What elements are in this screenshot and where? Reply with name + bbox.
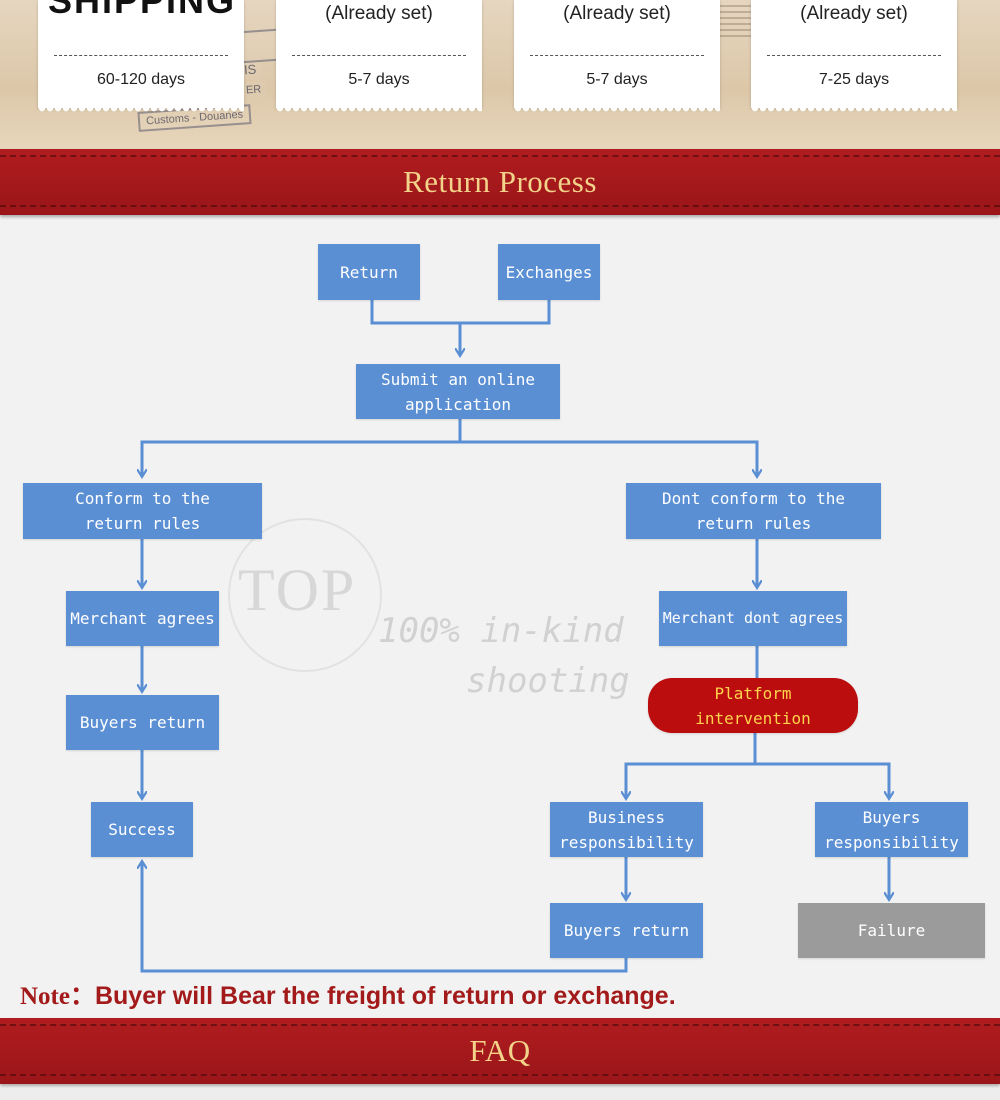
- page-bottom: [0, 1088, 1000, 1100]
- flow-node-platform-intervention: Platform intervention: [648, 678, 858, 733]
- shipping-days: 7-25 days: [818, 71, 890, 88]
- flow-node-failure: Failure: [798, 903, 985, 958]
- shipping-status: (Already set): [563, 3, 671, 24]
- flow-node-buyers-responsibility: Buyers responsibility: [815, 802, 968, 857]
- connector: [370, 300, 551, 325]
- flow-node-return: Return: [318, 244, 420, 300]
- note-label: Note：: [20, 983, 95, 1010]
- connector: [624, 762, 889, 798]
- flow-node-submit-application: Submit an online application: [356, 364, 560, 419]
- dashed-divider: [767, 55, 941, 56]
- return-flowchart: TOP 100% in-kind shooting: [0, 216, 1000, 1016]
- dashed-divider: [54, 55, 228, 56]
- shipping-days: 5-7 days: [348, 71, 410, 88]
- shipping-card: (Already set) 7-25 days: [751, 0, 957, 114]
- shipping-days: 5-7 days: [586, 71, 648, 88]
- watermark-text: 100% in-kind: [378, 611, 624, 651]
- flow-node-merchant-agrees: Merchant agrees: [66, 591, 219, 646]
- banner-stitch: [0, 1074, 1000, 1076]
- flow-node-dont-conform-rules: Dont conform to the return rules: [626, 483, 881, 539]
- freight-note: Note：Buyer will Bear the freight of retu…: [20, 976, 676, 1012]
- watermark-text: shooting: [466, 661, 630, 701]
- flow-node-merchant-dont-agrees: Merchant dont agrees: [659, 591, 847, 646]
- flow-connectors: [0, 300, 1000, 973]
- shipping-card: SHIPPING 60-120 days: [38, 0, 244, 114]
- watermark-logo: TOP: [238, 557, 357, 623]
- shipping-days: 60-120 days: [96, 71, 186, 88]
- shipping-card: (Already set) 5-7 days: [276, 0, 482, 114]
- connector: [142, 862, 628, 973]
- flow-node-business-responsibility: Business responsibility: [550, 802, 703, 857]
- shipping-heading: SHIPPING: [48, 0, 234, 21]
- faq-banner: FAQ: [0, 1018, 1000, 1084]
- connector: [140, 440, 757, 476]
- flow-node-buyers-return-left: Buyers return: [66, 695, 219, 750]
- banner-stitch: [0, 205, 1000, 207]
- shipping-strip: IS ER Customs - Douanes SHIPPING 60-120 …: [0, 0, 1000, 150]
- flow-node-conform-rules: Conform to the return rules: [23, 483, 262, 539]
- note-text: Buyer will Bear the freight of return or…: [94, 982, 676, 1010]
- shipping-status: (Already set): [325, 3, 433, 24]
- shipping-status: (Already set): [800, 3, 908, 24]
- dashed-divider: [530, 55, 704, 56]
- section-title: FAQ: [469, 1033, 531, 1068]
- return-process-banner: Return Process: [0, 149, 1000, 215]
- section-title: Return Process: [403, 164, 597, 199]
- flow-node-success: Success: [91, 802, 193, 857]
- shipping-card: (Already set) 5-7 days: [514, 0, 720, 114]
- flow-node-buyers-return-right: Buyers return: [550, 903, 703, 958]
- flow-node-exchanges: Exchanges: [498, 244, 600, 300]
- dashed-divider: [292, 55, 466, 56]
- banner-stitch: [0, 1024, 1000, 1026]
- watermark-logo-ring: [228, 518, 382, 672]
- banner-stitch: [0, 155, 1000, 157]
